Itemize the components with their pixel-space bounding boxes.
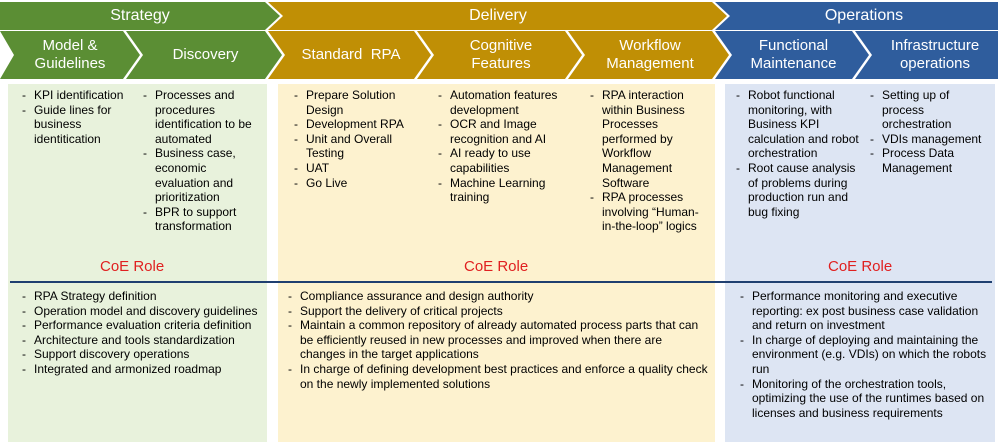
- step-chevron-cognitive: [417, 31, 582, 79]
- activities-cognitive: Automation features development OCR and …: [436, 88, 568, 205]
- step-chevron-model-guidelines: [0, 31, 140, 79]
- step-chevron-functional: [715, 31, 869, 79]
- coe-role-item: Architecture and tools standardization: [20, 333, 262, 348]
- phase-chevron-strategy: [0, 2, 280, 30]
- coe-roles-strategy: RPA Strategy definition Operation model …: [20, 289, 262, 377]
- phase-label-operations: Operations: [824, 7, 904, 24]
- coe-role-item: Performance monitoring and executive rep…: [738, 289, 990, 333]
- section-divider: [10, 281, 992, 283]
- step-chevron-standard-rpa: [268, 31, 431, 79]
- coe-role-item: RPA Strategy definition: [20, 289, 262, 304]
- activity-item: OCR and Image recognition and AI: [436, 117, 568, 146]
- coe-role-label-strategy: CoE Role: [100, 258, 165, 275]
- activity-item: Process Data Management: [868, 146, 988, 175]
- coe-role-item: Operation model and discovery guidelines: [20, 304, 262, 319]
- coe-roles-delivery: Compliance assurance and design authorit…: [286, 289, 710, 391]
- activity-item: Automation features development: [436, 88, 568, 117]
- activities-standard-rpa: Prepare Solution Design Development RPA …: [292, 88, 422, 190]
- activity-item: Prepare Solution Design: [292, 88, 422, 117]
- phase-chevron-delivery: [268, 2, 727, 30]
- step-label-standard-rpa: Standard RPA: [301, 46, 401, 63]
- activity-item: Development RPA: [292, 117, 422, 132]
- coe-role-item: Compliance assurance and design authorit…: [286, 289, 710, 304]
- activity-item: Robot functional monitoring, with Busine…: [734, 88, 864, 161]
- activity-item: RPA processes involving “Human-in-the-lo…: [588, 190, 710, 234]
- activity-item: Processes and procedures identification …: [141, 88, 264, 146]
- activities-workflow: RPA interaction within Business Processe…: [588, 88, 710, 234]
- coe-roles-operations: Performance monitoring and executive rep…: [738, 289, 990, 420]
- activity-item: Root cause analysis of problems during p…: [734, 161, 864, 219]
- coe-role-item: In charge of deploying and maintaining t…: [738, 333, 990, 377]
- activity-item: BPR to support transformation: [141, 205, 264, 234]
- coe-role-label-delivery: CoE Role: [464, 258, 529, 275]
- activity-item: Go Live: [292, 176, 422, 191]
- step-chevron-discovery: [126, 31, 282, 79]
- coe-role-item: Support discovery operations: [20, 347, 262, 362]
- activity-item: Guide lines for business identitication: [20, 103, 132, 147]
- phase-chevrons: [0, 2, 998, 79]
- step-chevron-workflow: [568, 31, 729, 79]
- phase-label-delivery: Delivery: [469, 7, 527, 24]
- activity-item: Unit and Overall Testing: [292, 132, 422, 161]
- step-label-discovery: Discovery: [172, 46, 239, 63]
- activities-discovery: Processes and procedures identification …: [141, 88, 264, 234]
- activities-functional: Robot functional monitoring, with Busine…: [734, 88, 864, 219]
- activity-item: VDIs management: [868, 132, 988, 147]
- activity-item: RPA interaction within Business Processe…: [588, 88, 710, 190]
- activity-item: UAT: [292, 161, 422, 176]
- coe-role-item: Integrated and armonized roadmap: [20, 362, 262, 377]
- activity-item: Machine Learning training: [436, 176, 568, 205]
- step-label-model-guidelines: Model & Guidelines: [34, 37, 106, 72]
- coe-role-item: Support the delivery of critical project…: [286, 304, 710, 319]
- step-chevron-infrastructure: [855, 31, 998, 79]
- step-label-workflow: Workflow Management: [606, 37, 694, 72]
- step-label-infrastructure: Infrastructure operations: [890, 37, 980, 72]
- step-label-cognitive: Cognitive Features: [469, 37, 533, 72]
- coe-role-item: Maintain a common repository of already …: [286, 318, 710, 362]
- phase-chevron-operations: [715, 2, 998, 30]
- step-label-functional: Functional Maintenance: [750, 37, 837, 72]
- activities-model-guidelines: KPI identification Guide lines for busin…: [20, 88, 132, 146]
- coe-role-item: In charge of defining development best p…: [286, 362, 710, 391]
- activity-item: Setting up of process orchestration: [868, 88, 988, 132]
- activity-item: KPI identification: [20, 88, 132, 103]
- coe-role-item: Performance evaluation criteria definiti…: [20, 318, 262, 333]
- activity-item: AI ready to use capabilities: [436, 146, 568, 175]
- coe-role-label-operations: CoE Role: [828, 258, 893, 275]
- phase-label-strategy: Strategy: [110, 7, 170, 24]
- coe-role-item: Monitoring of the orchestration tools, o…: [738, 377, 990, 421]
- activities-infrastructure: Setting up of process orchestration VDIs…: [868, 88, 988, 176]
- activity-item: Business case, economic evaluation and p…: [141, 146, 264, 204]
